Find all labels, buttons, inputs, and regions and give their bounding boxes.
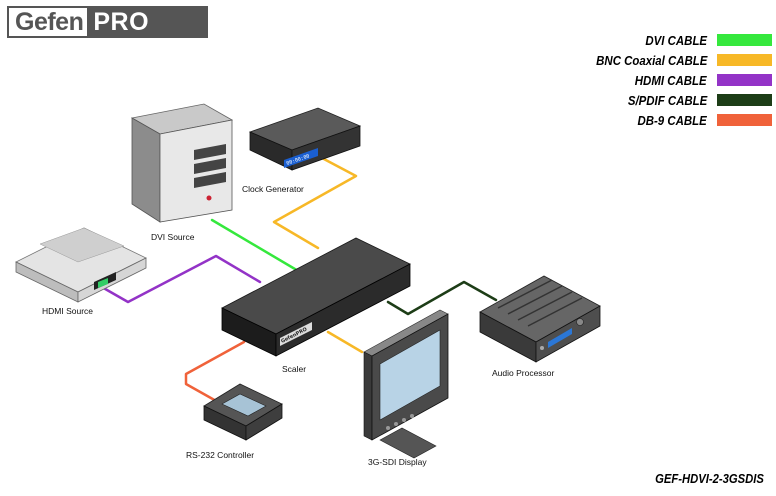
logo-wordmark: Gefen (15, 8, 84, 36)
legend-swatch (717, 54, 772, 66)
legend-item-db9: DB-9 CABLE (628, 110, 772, 130)
dvi-source-device (130, 103, 234, 223)
dvi-source-label: DVI Source (151, 232, 195, 242)
rs232-controller-label: RS-232 Controller (186, 450, 255, 460)
legend-label: HDMI CABLE (635, 72, 707, 88)
legend-swatch (717, 34, 772, 46)
db9-cable (184, 340, 246, 404)
spdif-cable (386, 280, 498, 316)
legend-item-hdmi: HDMI CABLE (625, 70, 772, 90)
clock-generator-device: 00:00:00 (248, 107, 362, 171)
legend-item-dvi: DVI CABLE (637, 30, 772, 50)
legend-swatch (717, 74, 772, 86)
bnc-cable-display (326, 330, 364, 354)
legend-label: DB-9 CABLE (637, 112, 707, 128)
cables (98, 156, 498, 404)
audio-processor-label: Audio Processor (492, 368, 555, 378)
gefenpro-logo: Gefen PRO (7, 6, 208, 38)
display-label: 3G-SDI Display (368, 457, 427, 467)
legend-item-spdif: S/PDIF CABLE (617, 90, 772, 110)
bnc-cable-clock (272, 156, 358, 250)
scaler-label: Scaler (282, 364, 307, 374)
legend-label: S/PDIF CABLE (627, 92, 707, 108)
scaler-device: GefenPRO (221, 237, 411, 357)
legend-swatch (717, 94, 772, 106)
legend-item-bnc: BNC Coaxial CABLE (581, 50, 772, 70)
dvi-cable (210, 218, 302, 274)
logo-pro-mark: PRO (87, 8, 206, 36)
hdmi-source-label: HDMI Source (42, 306, 94, 316)
hdmi-cable (98, 254, 262, 304)
model-number: GEF-HDVI-2-3GSDIS (655, 472, 764, 486)
display-device (363, 309, 449, 459)
rs232-controller-device (203, 383, 283, 441)
hdmi-source-device (15, 227, 147, 303)
legend-swatch (717, 114, 772, 126)
audio-processor-device (479, 275, 601, 363)
legend-label: BNC Coaxial CABLE (595, 52, 707, 68)
clock-generator-label: Clock Generator (242, 184, 304, 194)
legend-label: DVI CABLE (645, 32, 707, 48)
